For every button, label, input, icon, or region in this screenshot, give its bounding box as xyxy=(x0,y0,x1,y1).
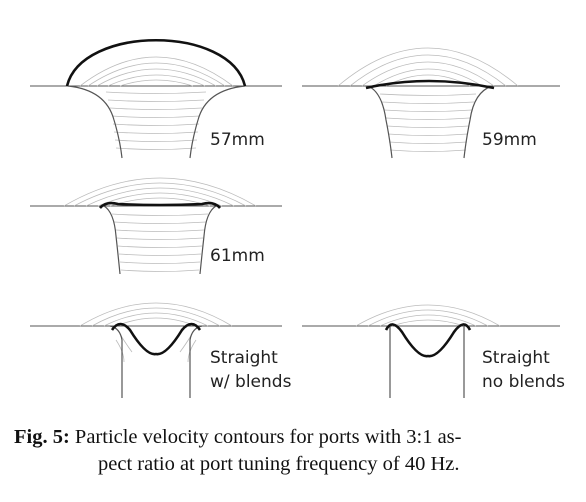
velocity-front-curve xyxy=(384,323,472,358)
velocity-contours xyxy=(355,304,501,327)
label-line: no blends xyxy=(482,372,565,392)
caption-figure-number: Fig. 5: xyxy=(14,426,70,448)
panel-label-straight-noblends: Straight no blends xyxy=(482,346,565,394)
panel-label-59mm: 59mm xyxy=(482,128,537,152)
label-line: 61mm xyxy=(210,246,265,266)
port-walls xyxy=(103,205,217,275)
figure-caption: Fig. 5: Particle velocity contours for p… xyxy=(14,424,574,478)
panel-label-57mm: 57mm xyxy=(210,128,265,152)
label-line: Straight xyxy=(482,348,550,368)
panel-57mm xyxy=(30,39,282,159)
panel-straight-blends xyxy=(30,302,282,398)
velocity-front-curve xyxy=(99,201,221,209)
panel-59mm xyxy=(302,47,560,159)
panel-straight-noblends xyxy=(302,304,560,398)
velocity-front-curve xyxy=(365,79,495,90)
velocity-front-curve xyxy=(65,39,247,87)
label-line: w/ blends xyxy=(210,372,292,392)
velocity-front-curve xyxy=(110,322,202,356)
port-walls xyxy=(367,85,493,159)
port-walls xyxy=(389,326,465,398)
label-line: 57mm xyxy=(210,130,265,150)
panel-61mm xyxy=(30,177,282,275)
velocity-contours xyxy=(79,56,234,150)
panel-label-straight-blends: Straight w/ blends xyxy=(210,346,291,394)
velocity-contours xyxy=(63,177,257,272)
panel-label-61mm: 61mm xyxy=(210,244,265,268)
caption-line-1: Particle velocity contours for ports wit… xyxy=(74,426,462,448)
figure-contour-plots xyxy=(30,39,560,398)
label-line: Straight xyxy=(210,348,278,368)
caption-line-2: pect ratio at port tuning frequency of 4… xyxy=(98,453,460,475)
label-line: 59mm xyxy=(482,130,537,150)
port-walls xyxy=(109,325,203,398)
port-walls xyxy=(67,85,246,159)
